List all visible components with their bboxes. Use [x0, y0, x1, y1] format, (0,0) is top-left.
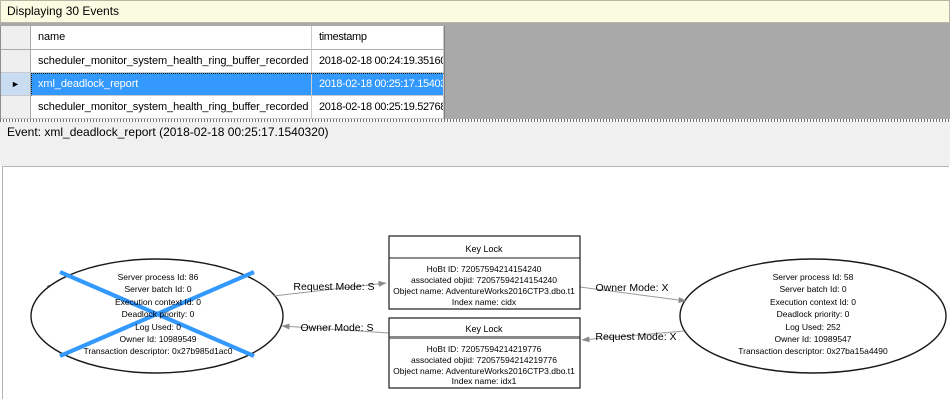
event-name-cell: scheduler_monitor_system_health_ring_buf…	[31, 50, 312, 73]
deadlock-victim-cross-icon	[59, 270, 255, 358]
svg-text:Deadlock priority: 0: Deadlock priority: 0	[122, 309, 195, 319]
process-node-victim: Server process Id: 86 Server batch Id: 0…	[30, 258, 284, 374]
svg-text:Key Lock: Key Lock	[465, 244, 503, 254]
svg-text:Server batch Id: 0: Server batch Id: 0	[779, 284, 846, 294]
svg-text:Owner Id: 10989549: Owner Id: 10989549	[119, 334, 196, 344]
svg-text:Log Used: 252: Log Used: 252	[785, 322, 841, 332]
edge-request-x-line	[581, 330, 685, 343]
resource-node-key-lock-1: Key Lock HoBt ID: 72057594214154240 asso…	[388, 235, 581, 310]
svg-text:associated objid: 720575942142: associated objid: 72057594214219776	[411, 355, 557, 365]
events-count-bar: Displaying 30 Events	[0, 0, 950, 23]
svg-text:Server process Id: 58: Server process Id: 58	[773, 272, 854, 282]
current-row-arrow-icon: ►	[11, 79, 20, 89]
svg-text:HoBt ID: 72057594214219776: HoBt ID: 72057594214219776	[427, 344, 542, 354]
svg-text:Execution context Id: 0: Execution context Id: 0	[115, 297, 201, 307]
tab-strip: Details Deadlock	[0, 142, 950, 309]
svg-text:Object name: AdventureWorks201: Object name: AdventureWorks2016CTP3.dbo.…	[393, 366, 575, 376]
svg-text:Index name: cidx: Index name: cidx	[452, 297, 517, 307]
edge-request-s-line	[272, 280, 387, 297]
svg-text:Index name: idx1: Index name: idx1	[452, 376, 517, 386]
event-timestamp-cell: 2018-02-18 00:24:19.3516078	[312, 50, 444, 73]
svg-text:Server process Id: 86: Server process Id: 86	[118, 272, 199, 282]
row-selector-cell[interactable]	[1, 96, 31, 119]
edge-request-x-label: Request Mode: X	[595, 331, 676, 343]
event-summary-bar: Event: xml_deadlock_report (2018-02-18 0…	[0, 122, 950, 142]
svg-text:Log Used: 0: Log Used: 0	[135, 322, 181, 332]
svg-text:Deadlock priority: 0: Deadlock priority: 0	[777, 309, 850, 319]
events-grid[interactable]: name timestamp scheduler_monitor_system_…	[0, 26, 445, 119]
grid-details-splitter[interactable]	[0, 119, 950, 122]
svg-text:Object name: AdventureWorks201: Object name: AdventureWorks2016CTP3.dbo.…	[393, 286, 575, 296]
events-count-label: Displaying 30 Events	[7, 4, 120, 18]
deadlock-graph: Server process Id: 86 Server batch Id: 0…	[30, 235, 947, 389]
svg-text:Execution context Id: 0: Execution context Id: 0	[770, 297, 856, 307]
svg-text:Transaction descriptor: 0x27ba: Transaction descriptor: 0x27ba15a4490	[738, 346, 888, 356]
svg-text:Key Lock: Key Lock	[465, 324, 503, 334]
event-timestamp-cell: 2018-02-18 00:25:19.5276859	[312, 96, 444, 119]
grid-header-row: name timestamp	[1, 26, 444, 50]
resource-node-key-lock-2: Key Lock HoBt ID: 72057594214219776 asso…	[388, 317, 581, 389]
row-selector-cell[interactable]	[1, 50, 31, 73]
lock-title-separator-thick	[389, 336, 580, 339]
svg-text:Owner Id: 10989547: Owner Id: 10989547	[774, 334, 851, 344]
edge-owner-s-label: Owner Mode: S	[301, 322, 374, 334]
column-header-name[interactable]: name	[31, 26, 312, 50]
process-ellipse	[679, 258, 947, 374]
event-summary-label: Event: xml_deadlock_report (2018-02-18 0…	[7, 125, 329, 139]
event-timestamp-cell: 2018-02-18 00:25:17.1540320	[312, 73, 444, 96]
lock-box	[388, 317, 581, 389]
edge-request-s-label: Request Mode: S	[293, 281, 374, 293]
edge-owner-x-line	[579, 286, 687, 303]
svg-text:HoBt ID: 72057594214154240: HoBt ID: 72057594214154240	[427, 264, 542, 274]
svg-text:Transaction descriptor: 0x27b9: Transaction descriptor: 0x27b985d1ac0	[84, 346, 233, 356]
svg-text:Server batch Id: 0: Server batch Id: 0	[124, 284, 191, 294]
table-row[interactable]: scheduler_monitor_system_health_ring_buf…	[1, 50, 444, 73]
events-grid-background: name timestamp scheduler_monitor_system_…	[0, 23, 950, 119]
process-node: Server process Id: 58 Server batch Id: 0…	[679, 258, 947, 374]
event-name-cell: scheduler_monitor_system_health_ring_buf…	[31, 96, 312, 119]
table-row[interactable]: scheduler_monitor_system_health_ring_buf…	[1, 96, 444, 119]
column-header-timestamp[interactable]: timestamp	[312, 26, 444, 50]
svg-text:associated objid: 720575942141: associated objid: 72057594214154240	[411, 275, 557, 285]
lock-box	[388, 235, 581, 310]
event-name-cell: xml_deadlock_report	[31, 73, 312, 96]
row-selector-header-cell[interactable]	[1, 26, 31, 50]
edge-owner-s-line	[281, 323, 390, 334]
row-selector-cell[interactable]: ►	[1, 73, 31, 96]
table-row-selected[interactable]: ► xml_deadlock_report 2018-02-18 00:25:1…	[1, 73, 444, 96]
edge-owner-x-label: Owner Mode: X	[596, 282, 669, 294]
deadlock-edges	[272, 280, 687, 343]
